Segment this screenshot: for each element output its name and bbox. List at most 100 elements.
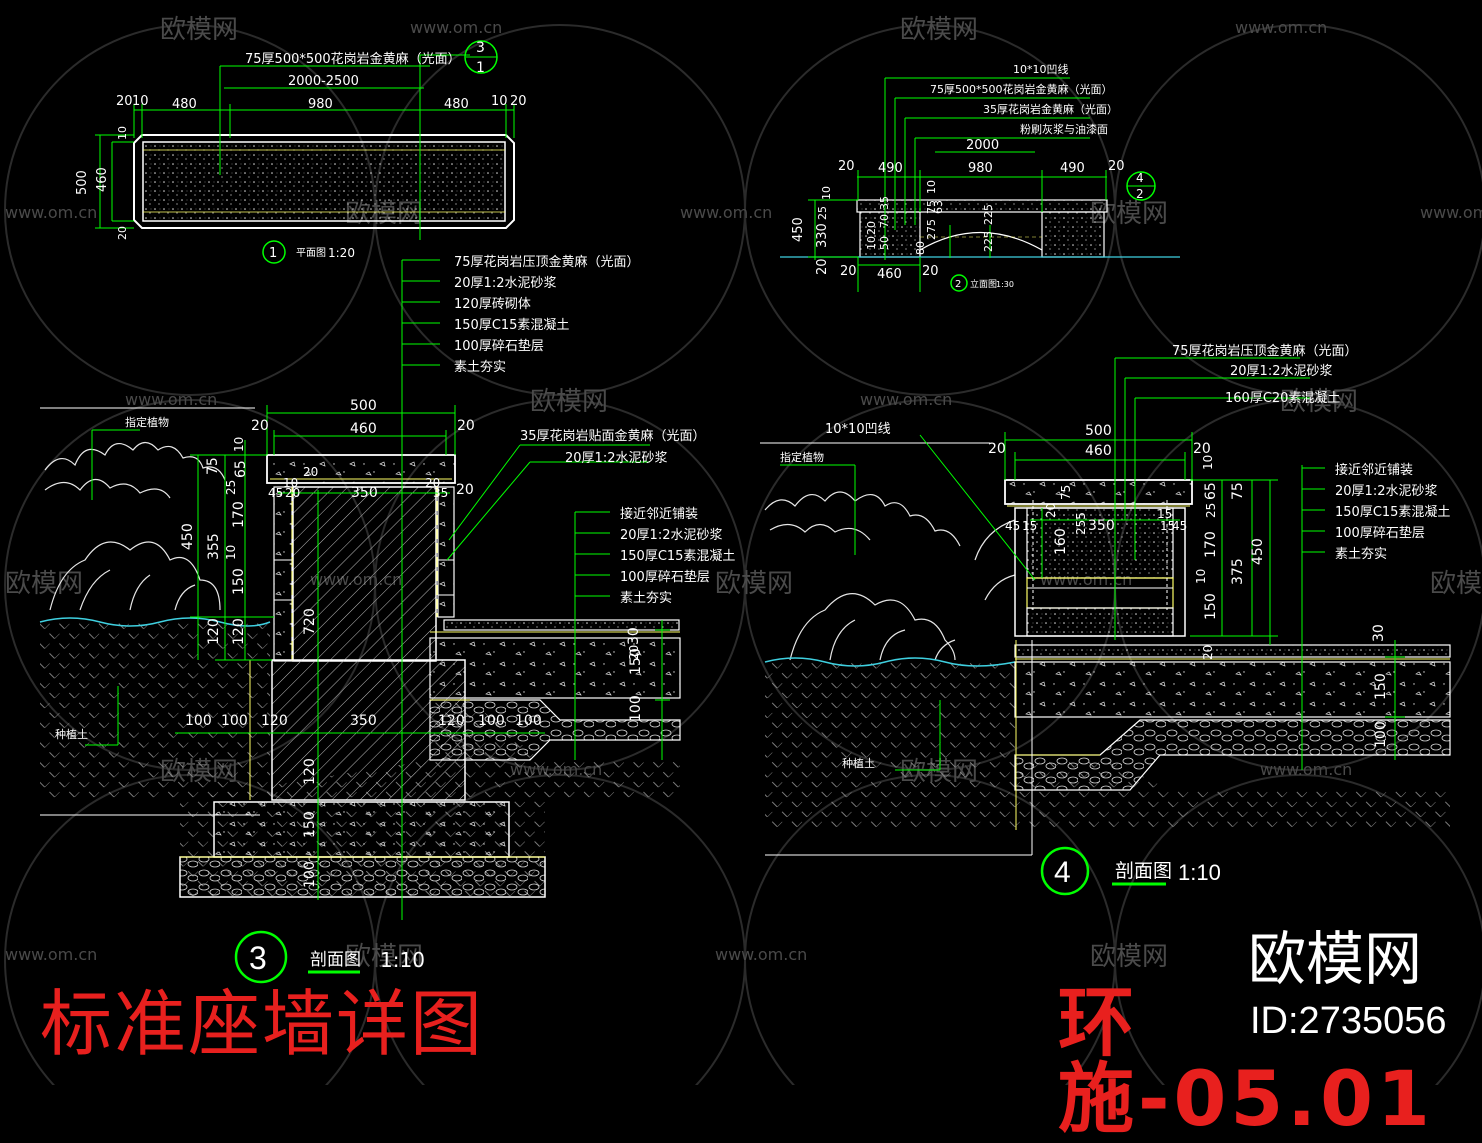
cad-drawing: 欧模网 www.om.cn 欧模网 www.om.cn 欧模网 www.om.c…: [4, 15, 1482, 1085]
elevation-note: 35厚花岗岩金黄麻（光面）: [983, 102, 1118, 116]
sheet-title: 标准座墙详图: [40, 982, 485, 1066]
note: 20厚1:2水泥砂浆: [1335, 484, 1437, 499]
wm-brand: 欧模网: [5, 569, 83, 599]
dimension-label: 20: [456, 482, 474, 498]
dimension-label: 350: [351, 485, 378, 501]
wm-url: www.om.cn: [125, 390, 217, 409]
note: 素土夯实: [1335, 547, 1387, 562]
dimension-label: 100: [478, 713, 505, 729]
dimension-label: 460: [1085, 443, 1112, 459]
dimension-label: 20: [865, 221, 878, 235]
dimension-label: 10: [1194, 569, 1208, 584]
dimension-label: 100: [221, 713, 248, 729]
elevation-note: 粉刷灰浆与油漆面: [1020, 122, 1108, 136]
dimension-label: 490: [1060, 161, 1085, 176]
dimension-label: 25: [1204, 503, 1218, 518]
plan-overall-dim: 2000-2500: [288, 74, 359, 89]
elevation-title: 立面图: [970, 278, 997, 290]
note: 150厚C15素混凝土: [1335, 504, 1450, 520]
dimension-label: 460: [95, 167, 110, 192]
note: 接近邻近铺装: [1335, 462, 1413, 478]
dimension-label: 225: [982, 231, 995, 252]
dimension-label: 65: [1203, 482, 1219, 500]
section-4: 75厚花岗岩压顶金黄麻（光面） 20厚1:2水泥砂浆 160厚C20素混凝土 接…: [760, 343, 1451, 896]
dimension-label: 120: [206, 618, 222, 645]
dimension-label: 20: [1201, 645, 1215, 660]
dimension-label: 500: [1085, 423, 1112, 439]
dimension-label: 100: [515, 713, 542, 729]
dimension-label: 980: [308, 97, 333, 112]
wm-url: www.om.cn: [410, 18, 502, 37]
dimension-label: 20: [1193, 441, 1211, 457]
elevation-overall-dim: 2000: [966, 138, 999, 153]
section-marker-label: 3: [476, 40, 485, 56]
label: 种植土: [842, 756, 875, 770]
dimension-label: 150: [302, 811, 318, 838]
dimension-label: 2: [955, 279, 961, 290]
wm-url: www.om.cn: [715, 945, 807, 964]
wm-brand: 欧模网: [900, 15, 978, 45]
dimension-label: 450: [1250, 538, 1266, 565]
dimension-label: 1: [269, 246, 277, 261]
dimension-label: 460: [877, 267, 902, 282]
elevation-view-marker: [950, 274, 968, 292]
dimension-label: 100: [628, 695, 644, 722]
dimension-label: 20: [425, 476, 440, 490]
dimension-label: 20: [922, 264, 939, 279]
label: 指定植物: [780, 450, 824, 464]
dimension-label: 30: [1371, 624, 1387, 642]
dimension-label: 10: [283, 476, 298, 490]
note: 100厚碎石垫层: [1335, 525, 1425, 541]
dimension-label: 460: [350, 421, 377, 437]
wm-brand: 欧模网: [530, 387, 608, 417]
section3-notes: 75厚花岗岩压顶金黄麻（光面） 20厚1:2水泥砂浆 120厚砖砌体 150厚C…: [55, 254, 735, 741]
note: 35厚花岗岩贴面金黄麻（光面）: [520, 428, 706, 444]
dimension-label: 75: [925, 200, 938, 214]
dimension-label: 980: [968, 161, 993, 176]
wm-brand: 欧模网: [1090, 942, 1168, 972]
section4-scale: 1:10: [1178, 860, 1221, 885]
dimension-label: 120: [438, 713, 465, 729]
dimension-label: 150: [1203, 593, 1219, 620]
dimension-label: 10: [116, 126, 129, 140]
dimension-label: 45: [1005, 519, 1020, 533]
dimension-label: 450: [791, 217, 806, 242]
dimension-label: 4: [1136, 171, 1144, 185]
plan-title: 平面图: [296, 247, 326, 259]
wm-brand: 欧模网: [715, 569, 793, 599]
section4-title: 剖面图: [1115, 860, 1172, 882]
plan-marker-label: 1: [476, 60, 485, 76]
dimension-label: 720: [302, 608, 318, 635]
dimension-label: 375: [1230, 558, 1246, 585]
dimension-label: 4: [1054, 856, 1071, 889]
dimension-label: 35: [433, 486, 448, 500]
note: 素土夯实: [454, 360, 506, 375]
note: 素土夯实: [620, 591, 672, 606]
dimension-label: 275: [925, 219, 938, 240]
watermark-brand-large: 欧模网: [1248, 925, 1423, 993]
dimension-label: 10: [491, 94, 508, 109]
dimension-label: 10: [232, 437, 246, 452]
note: 75厚花岗岩压顶金黄麻（光面）: [1172, 343, 1358, 359]
elevation-note: 75厚500*500花岗岩金黄麻（光面）: [930, 82, 1113, 96]
dimension-label: 225: [982, 204, 995, 225]
wm-brand: 欧模网: [345, 942, 423, 972]
dimension-label: 30: [626, 627, 642, 645]
section4-notes: 75厚花岗岩压顶金黄麻（光面） 20厚1:2水泥砂浆 160厚C20素混凝土 接…: [780, 343, 1450, 770]
dimension-label: 75: [1059, 485, 1073, 500]
dimension-label: 10: [1201, 455, 1215, 470]
dimension-label: 20: [1108, 159, 1125, 174]
elevation-scale: 1:30: [996, 280, 1014, 289]
note: 20厚1:2水泥砂浆: [565, 451, 667, 466]
dimension-label: 330: [815, 223, 830, 248]
dimension-label: 100: [1373, 721, 1389, 748]
dimension-label: 63: [932, 200, 945, 214]
dimension-label: 100: [302, 861, 318, 888]
dimension-label: 70: [878, 214, 891, 228]
dimension-label: 170: [1203, 531, 1219, 558]
dimension-label: 20: [303, 465, 318, 479]
dimension-label: 20: [840, 264, 857, 279]
dimension-label: 25: [816, 206, 829, 220]
plan-scale: 1:20: [328, 246, 355, 260]
dimension-label: 20: [457, 418, 475, 434]
